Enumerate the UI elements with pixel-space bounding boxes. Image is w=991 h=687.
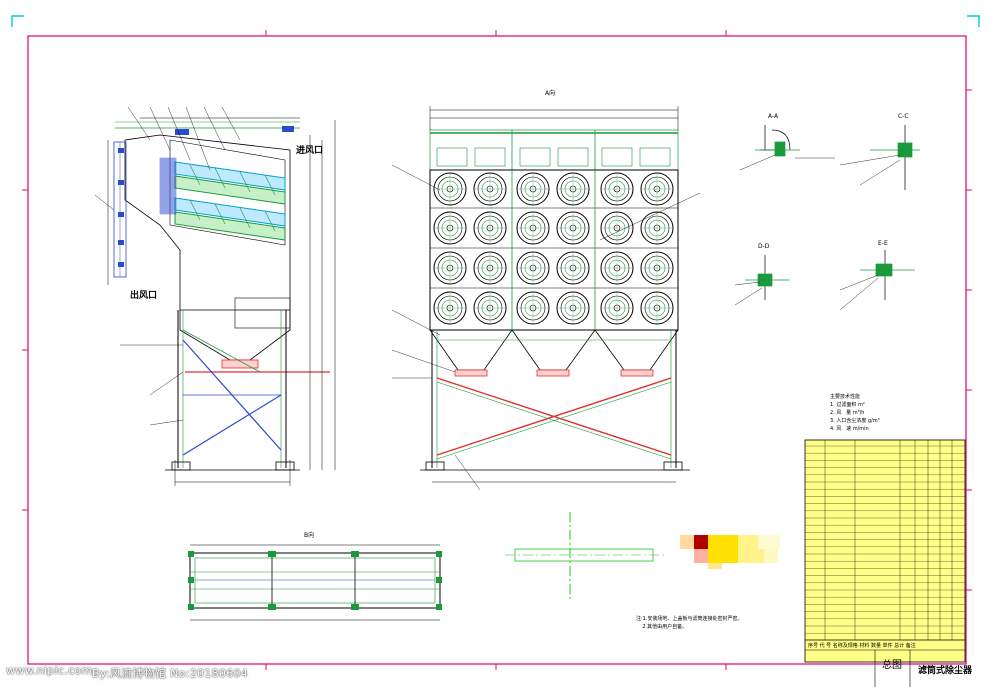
watermark-id: By:风流博物馆 No:20180604 [92,667,249,680]
filter-cartridge [433,251,467,285]
view-label-ee: E-E [878,240,888,247]
filter-cartridge [473,251,507,285]
view-label-front: A向 [545,90,556,97]
centerline-mark [505,512,665,600]
filter-cartridge [516,211,550,245]
filter-cartridge [556,291,590,325]
filter-cartridge [556,172,590,206]
filter-cartridge [433,291,467,325]
filter-cartridge [640,251,674,285]
view-label-dd: D-D [758,243,770,250]
view-label-top: B向 [304,532,315,539]
filter-cartridge [473,211,507,245]
air-outlet-label: 出风口 [130,291,158,301]
filter-cartridge [600,211,634,245]
filter-cartridge-grid [433,172,674,325]
filter-cartridge [600,291,634,325]
frame-ticks [22,30,972,670]
filter-cartridge [556,251,590,285]
view-label-cc: C-C [898,113,909,120]
filter-cartridge [473,291,507,325]
plan-view [188,544,442,621]
corner-mark-icon [967,15,980,27]
filter-cartridge [600,251,634,285]
filter-cartridge [516,251,550,285]
spec-notes: 主要技术性能 1. 过滤面积 m² 2. 风 量 m³/h 3. 入口含尘浓度 … [830,394,880,432]
title-block [804,439,966,687]
filter-cartridge [516,291,550,325]
assembly-notes: 注:1.安装场地、上盖板与滤筒连接处密封严密。 2.其他由用户自备。 [636,616,743,630]
side-view [94,106,336,486]
filter-cartridge [556,211,590,245]
title-block-general: 总图 [882,660,902,671]
view-label-aa: A-A [768,113,779,120]
filter-cartridge [640,172,674,206]
watermark-site: www.nipic.com [6,664,93,677]
title-block-name: 滤筒式除尘器 [918,666,973,676]
color-stamp [680,535,780,569]
title-block-header: 序号 代 号 名称及规格 材料 数量 单件 总计 备注 [808,643,916,649]
filter-cartridge [640,211,674,245]
filter-cartridge [640,291,674,325]
detail-views [734,125,920,311]
filter-cartridge [600,172,634,206]
air-inlet-label: 进风口 [296,146,324,156]
corner-mark-icon [11,15,24,27]
filter-cartridge [473,172,507,206]
filter-cartridge [433,172,467,206]
filter-cartridge [516,172,550,206]
front-hoppers [391,164,701,491]
front-view [429,106,679,331]
filter-cartridge [433,211,467,245]
